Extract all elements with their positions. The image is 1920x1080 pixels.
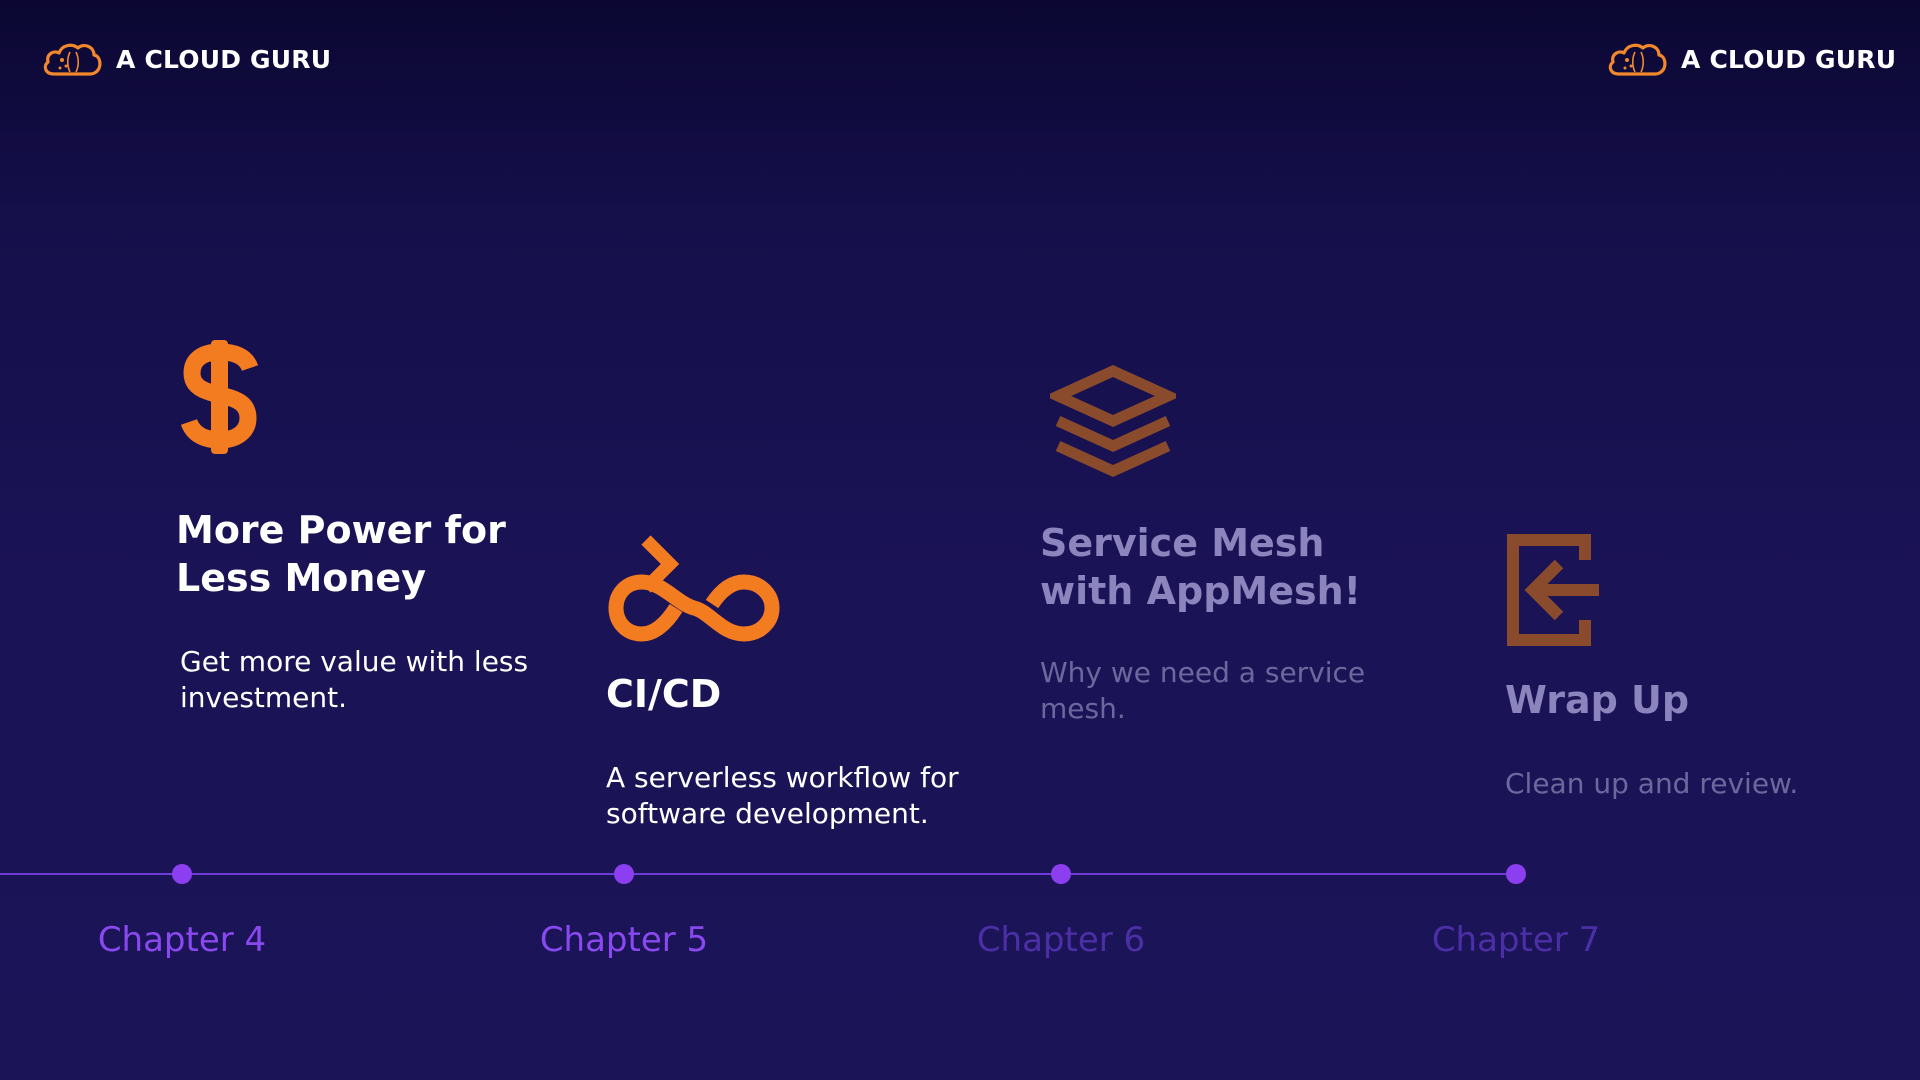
- timeline-dot-chapter-6: [1051, 864, 1071, 884]
- layers-icon: [1050, 365, 1440, 481]
- brand-text-left: A CLOUD GURU: [116, 44, 332, 74]
- chapter-6-title-line2: with AppMesh!: [1040, 569, 1361, 613]
- timeline-dot-chapter-4: [172, 864, 192, 884]
- chapter-6-desc-line1: Why we need a service: [1040, 656, 1366, 689]
- chapter-7-desc: Clean up and review.: [1505, 767, 1799, 800]
- chapter-5-title: CI/CD: [606, 672, 722, 716]
- chapter-7-card: Wrap Up Clean up and review.: [1505, 532, 1885, 802]
- timeline-line: [0, 873, 1516, 875]
- timeline-dot-chapter-5: [614, 864, 634, 884]
- chapter-6-card: Service Mesh with AppMesh! Why we need a…: [1040, 365, 1440, 727]
- chapter-4-card: More Power for Less Money Get more value…: [176, 338, 576, 716]
- timeline-dot-chapter-7: [1506, 864, 1526, 884]
- chapter-5-desc-line2: software development.: [606, 797, 929, 830]
- chapter-4-desc-line2: investment.: [180, 681, 348, 714]
- chapter-4-title-line2: Less Money: [176, 556, 426, 600]
- dollar-icon: [180, 338, 576, 456]
- chapter-4-title-line1: More Power for: [176, 508, 506, 552]
- cloud-icon: [1608, 43, 1667, 76]
- brand-logo-right: A CLOUD GURU: [1605, 38, 1896, 80]
- chapter-label-6: Chapter 6: [976, 920, 1146, 960]
- chapter-4-desc-line1: Get more value with less: [180, 645, 529, 678]
- chapter-5-card: CI/CD A serverless workflow for software…: [606, 532, 1026, 832]
- brand-text-right: A CLOUD GURU: [1681, 44, 1897, 74]
- chapter-5-desc-line1: A serverless workflow for: [606, 761, 959, 794]
- cicd-loop-icon: [606, 532, 1026, 648]
- chapter-label-7: Chapter 7: [1431, 920, 1601, 960]
- cloud-icon: [43, 43, 102, 76]
- chapter-label-5: Chapter 5: [539, 920, 709, 960]
- exit-icon: [1505, 532, 1885, 648]
- chapter-label-4: Chapter 4: [97, 920, 267, 960]
- chapter-7-title: Wrap Up: [1505, 678, 1690, 722]
- chapter-6-desc-line2: mesh.: [1040, 692, 1126, 725]
- brand-logo-left: A CLOUD GURU: [40, 38, 331, 80]
- chapter-6-title-line1: Service Mesh: [1040, 521, 1325, 565]
